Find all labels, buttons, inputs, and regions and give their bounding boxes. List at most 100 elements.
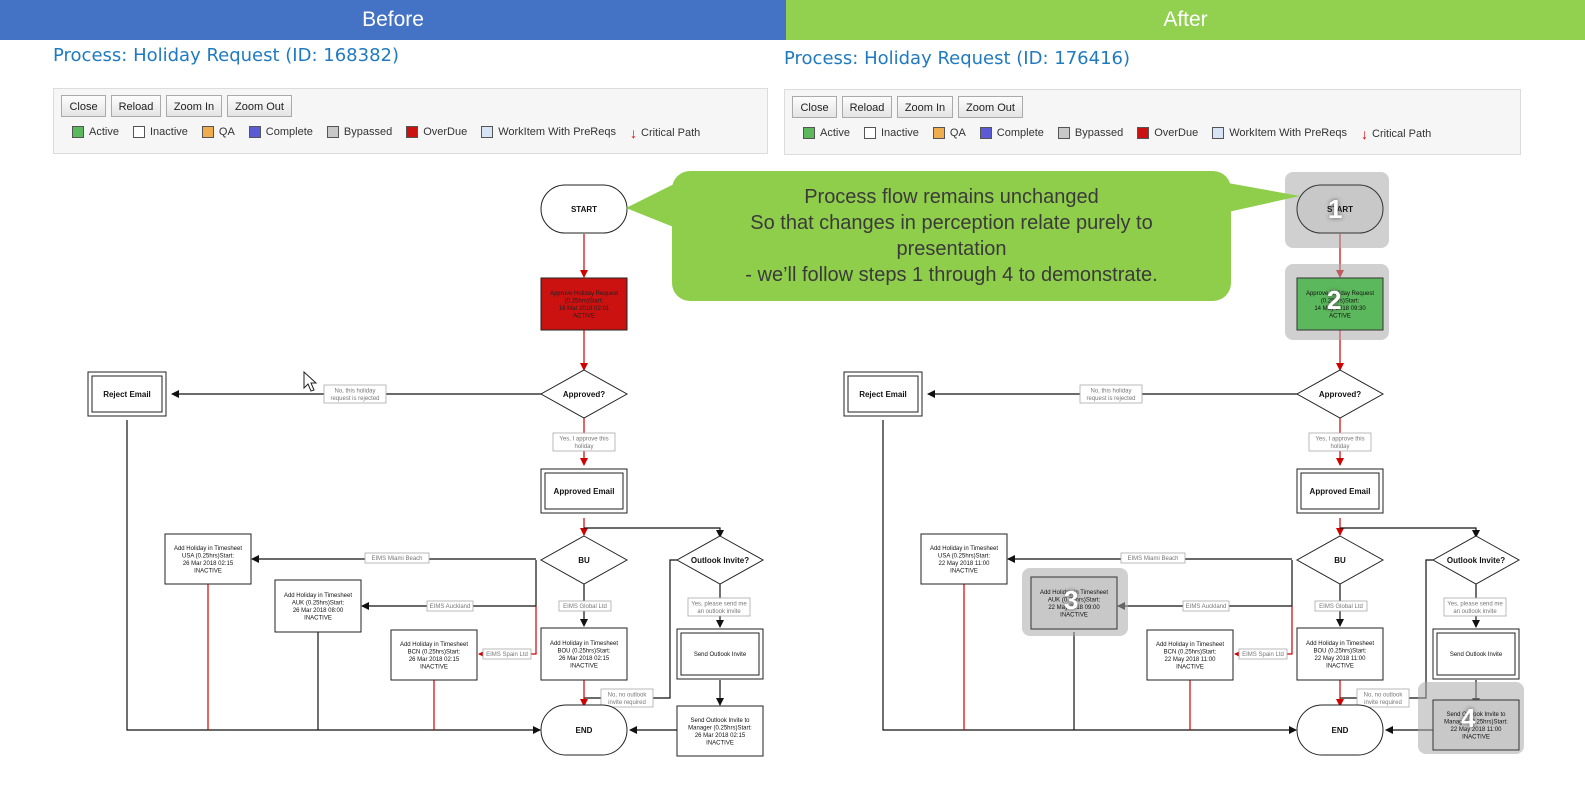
node-approved-email: Approved Email — [1310, 487, 1371, 496]
edge-label-bou: EIMS Global Ltd — [563, 604, 607, 610]
node-send-outlook: Send Outlook Invite — [1450, 652, 1503, 658]
legend-label: WorkItem With PreReqs — [498, 126, 616, 138]
step-1-marker: 1 — [1328, 194, 1343, 224]
edge-label-auk-box — [426, 600, 474, 612]
edge-email-outlook — [1340, 527, 1480, 538]
node-reject-email: Reject Email — [103, 390, 151, 399]
node-reject-email: Reject Email — [859, 390, 907, 399]
node-approved-email-box — [1300, 472, 1380, 510]
step-4-marker: 4 — [1461, 703, 1476, 733]
legend-swatch — [132, 126, 145, 138]
edge-email-outlook — [584, 527, 724, 538]
legend: Active Inactive QA Complete Bypassed OverDue W… — [72, 125, 714, 141]
zoom-in-button[interactable]: Zoom In — [897, 96, 953, 118]
node-auk-box — [1030, 576, 1118, 630]
node-usa-box — [920, 533, 1008, 585]
node-send-manager-box — [676, 705, 764, 757]
legend-swatch — [481, 126, 494, 138]
node-reject-email-box — [847, 375, 919, 413]
legend-item: QA — [201, 126, 235, 138]
legend-item: QA — [932, 127, 966, 139]
node-send-outlook-box — [1436, 632, 1516, 676]
edge-label-usa: EIMS Miami Beach — [371, 556, 422, 562]
reload-button[interactable]: Reload — [111, 95, 161, 117]
legend-item: Bypassed — [326, 126, 393, 138]
legend-item: OverDue — [406, 126, 467, 138]
node-auk-box — [274, 579, 362, 633]
zoom-out-button[interactable]: Zoom Out — [227, 95, 292, 117]
node-approved-email-box — [544, 472, 624, 510]
after-toolbar: Close Reload Zoom In Zoom Out Active Inac… — [784, 89, 1521, 155]
legend-label: Inactive — [880, 127, 919, 139]
edge-label-send-invite-box — [1443, 597, 1507, 617]
edge-label-usa-box — [364, 552, 430, 564]
legend-item: WorkItem With PreReqs — [1212, 127, 1347, 139]
legend-swatch — [1212, 127, 1225, 139]
edge-label-rejected-box — [1079, 384, 1143, 404]
node-reject-email-box — [91, 375, 163, 413]
edge-label-send-invite-box — [687, 597, 751, 617]
edge-label-auk: EIMS Auckland — [1186, 604, 1227, 610]
zoom-out-button[interactable]: Zoom Out — [958, 96, 1023, 118]
legend-item: Bypassed — [1057, 127, 1123, 139]
before-toolbar: Close Reload Zoom In Zoom Out Active Inac… — [53, 88, 768, 154]
edge-reject-end — [882, 420, 1297, 734]
callout-line: presentation — [896, 238, 1007, 260]
edge-label-bou-box — [1314, 600, 1368, 612]
legend-label: Bypassed — [343, 126, 393, 138]
callout-line: So that changes in perception relate pur… — [750, 212, 1153, 234]
critical-path-arrow-icon: ↓ — [1361, 126, 1368, 142]
before-process-title: Process: Holiday Request (ID: 168382) — [53, 45, 399, 66]
edge-label-approved-box — [1308, 432, 1372, 452]
legend-label: Inactive — [149, 126, 188, 138]
node-start: START — [1327, 205, 1353, 214]
legend-label: Active — [820, 127, 850, 139]
legend-label: WorkItem With PreReqs — [1229, 127, 1347, 139]
edge-label-usa: EIMS Miami Beach — [1127, 556, 1178, 562]
node-end: END — [1332, 726, 1349, 735]
node-usa-box — [164, 533, 252, 585]
legend-item: ↓Critical Path — [630, 125, 700, 141]
callout-pointer-right — [1228, 183, 1300, 212]
node-bou-box — [540, 627, 628, 681]
node-start-shape — [1296, 184, 1384, 234]
legend-label: Critical Path — [641, 127, 701, 139]
node-approve-box — [540, 277, 628, 331]
legend-item: Inactive — [132, 126, 188, 138]
legend-label: OverDue — [1154, 127, 1199, 139]
node-end: END — [576, 726, 593, 735]
node-outlook-decision: Outlook Invite? — [1447, 556, 1505, 565]
legend-swatch — [932, 127, 945, 139]
reload-button[interactable]: Reload — [842, 96, 892, 118]
legend-item: ↓Critical Path — [1361, 126, 1431, 142]
legend-swatch — [1057, 127, 1070, 139]
node-bcn-box — [390, 629, 478, 681]
close-button[interactable]: Close — [792, 96, 837, 118]
zoom-in-button[interactable]: Zoom In — [166, 95, 222, 117]
node-end-shape — [540, 704, 628, 756]
node-bu-decision: BU — [1334, 556, 1346, 565]
callout-line: Process flow remains unchanged — [804, 186, 1099, 208]
legend-item: Complete — [248, 126, 313, 138]
close-button[interactable]: Close — [61, 95, 106, 117]
legend-item: WorkItem With PreReqs — [481, 126, 616, 138]
node-approved-decision-shape — [539, 369, 629, 419]
legend-label: Complete — [265, 126, 313, 138]
legend-swatch — [863, 127, 876, 139]
legend-label: Active — [89, 126, 119, 138]
edge-label-no-invite-box — [1356, 688, 1410, 708]
node-approve: Approve Holiday Request(0.25hrs)Start:16… — [550, 291, 618, 320]
node-approve-box — [1296, 277, 1384, 331]
node-bu-decision-shape — [1295, 535, 1385, 585]
